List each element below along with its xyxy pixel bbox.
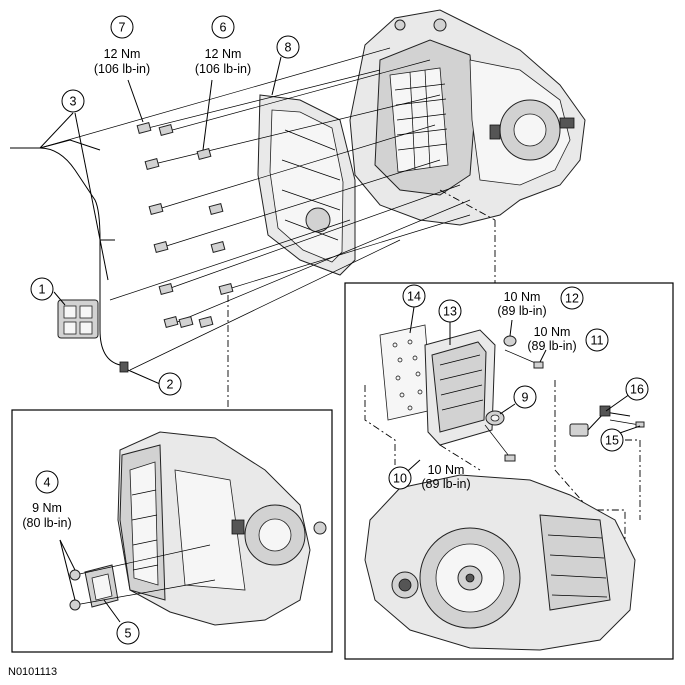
callout-11-torque-lbin: (89 lb-in) bbox=[527, 339, 576, 353]
callout-15: 15 bbox=[600, 428, 624, 452]
callout-16-number: 16 bbox=[630, 383, 644, 397]
wiring-harness bbox=[10, 139, 129, 373]
callout-11: 10 Nm (89 lb-in) 11 bbox=[527, 325, 609, 353]
callout-13: 13 bbox=[438, 299, 462, 323]
transmission-right-view bbox=[364, 474, 636, 651]
bolts bbox=[136, 121, 234, 329]
connector-to-detail-b bbox=[439, 189, 496, 221]
callout-9-number: 9 bbox=[522, 391, 529, 405]
transmission-main-view bbox=[349, 9, 586, 226]
callout-2-number: 2 bbox=[167, 378, 174, 392]
callout-12-number: 12 bbox=[565, 292, 579, 306]
callout-11-torque-nm: 10 Nm bbox=[534, 325, 571, 339]
callout-6-number: 6 bbox=[220, 21, 227, 35]
callout-6-torque-nm: 12 Nm bbox=[205, 47, 242, 61]
callout-12: 10 Nm (89 lb-in) 12 bbox=[497, 286, 584, 318]
callout-10-torque-nm: 10 Nm bbox=[428, 463, 465, 477]
callout-14-number: 14 bbox=[407, 290, 421, 304]
filter-part-9 bbox=[485, 410, 505, 426]
callout-10: 10 10 Nm (89 lb-in) bbox=[388, 463, 471, 491]
callout-11-number: 11 bbox=[591, 334, 604, 348]
transmission-left-view bbox=[117, 431, 327, 626]
callout-7-torque-nm: 12 Nm bbox=[104, 47, 141, 61]
callout-5: 5 bbox=[116, 621, 140, 645]
callout-10-torque-lbin: (89 lb-in) bbox=[421, 477, 470, 491]
callout-4-torque-lbin: (80 lb-in) bbox=[22, 516, 71, 530]
callout-14: 14 bbox=[402, 284, 426, 308]
valve-body bbox=[424, 329, 496, 446]
figure-id: N0101113 bbox=[8, 666, 57, 678]
callout-7-number: 7 bbox=[119, 21, 126, 35]
callout-12-torque-lbin: (89 lb-in) bbox=[497, 304, 546, 318]
callout-10-number: 10 bbox=[393, 472, 407, 486]
left-leader-lines bbox=[59, 539, 121, 623]
callout-4-torque-nm: 9 Nm bbox=[32, 501, 62, 515]
callout-5-number: 5 bbox=[125, 627, 132, 641]
top-leader-lines bbox=[39, 56, 282, 385]
callout-6-torque-lbin: (106 lb-in) bbox=[195, 62, 251, 76]
callout-15-number: 15 bbox=[605, 434, 619, 448]
callout-3-number: 3 bbox=[70, 95, 77, 109]
callout-9: 9 bbox=[513, 385, 537, 409]
callout-12-torque-nm: 10 Nm bbox=[504, 290, 541, 304]
callout-8: 8 bbox=[276, 35, 300, 59]
callout-1: 1 bbox=[30, 277, 54, 301]
side-cover-gasket bbox=[257, 94, 356, 276]
callout-13-number: 13 bbox=[443, 305, 457, 319]
separator-plate bbox=[379, 324, 433, 421]
callout-6: 6 12 Nm (106 lb-in) bbox=[195, 15, 251, 76]
callout-4: 4 9 Nm (80 lb-in) bbox=[22, 470, 72, 530]
callout-3: 3 bbox=[61, 89, 85, 113]
callout-1-number: 1 bbox=[39, 283, 46, 297]
callout-16: 16 bbox=[625, 377, 649, 401]
bracket-part-5 bbox=[69, 544, 216, 611]
callout-4-number: 4 bbox=[44, 476, 51, 490]
bolt-alignment-lines bbox=[39, 47, 471, 371]
callout-7-torque-lbin: (106 lb-in) bbox=[94, 62, 150, 76]
callout-8-number: 8 bbox=[285, 41, 292, 55]
callout-2: 2 bbox=[158, 372, 182, 396]
sensor-part-16 bbox=[569, 405, 645, 437]
callout-7: 7 12 Nm (106 lb-in) bbox=[94, 15, 150, 76]
